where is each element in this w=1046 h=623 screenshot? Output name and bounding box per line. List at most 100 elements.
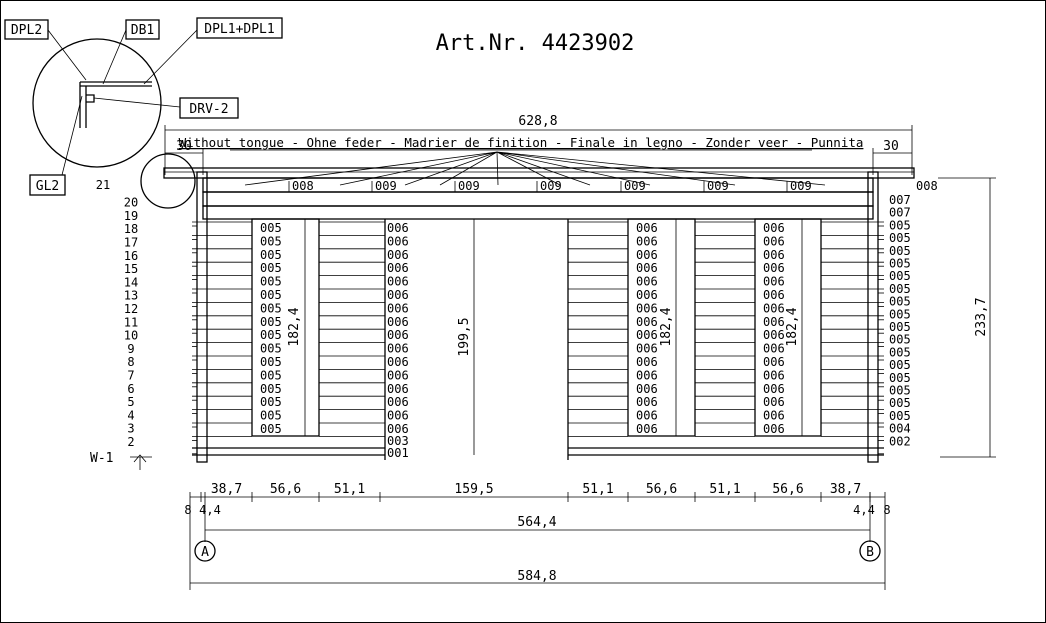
left-panel-part-label: 005 [260,275,282,289]
course-number: 6 [127,382,134,396]
drawing-title: Art.Nr. 4423902 [436,31,635,56]
left-panel-part-label: 005 [260,248,282,262]
top-right-part-label: 008 [916,179,938,193]
right-column-part-label: 005 [889,396,911,410]
window-left [251,218,320,437]
window-mid-part-label: 006 [636,234,658,248]
door-sill-part-label: 001 [387,446,409,460]
dim-overall-top: 628,8 [518,114,557,129]
window-mid-part-label: 006 [636,261,658,275]
axis-a-bubble [194,540,216,562]
top-part-label: 009 [707,179,729,193]
detail-callout: DPL2 DB1 DPL1+DPL1 DRV-2 GL2 [4,17,283,209]
log-courses [192,221,884,455]
left-panel-part-label: 005 [260,234,282,248]
course-number: 13 [124,289,138,303]
axis-b-label: B [866,545,874,560]
dim-chain-value: 56,6 [646,482,677,497]
window-right-part-label: 006 [763,328,785,342]
right-column-part-label: 005 [889,244,911,258]
window-mid-part-label: 006 [636,315,658,329]
course-number: 18 [124,222,138,236]
detail-reference-circle [140,153,196,209]
course-number: 7 [127,369,134,383]
right-column-part-label: 002 [889,434,911,448]
right-column-part-label: 005 [889,295,911,309]
window-right-part-label: 006 [763,368,785,382]
right-column-part-label: 005 [889,282,911,296]
course-number: 14 [124,275,138,289]
door-left-part-label: 006 [387,355,409,369]
grid-axes: A B [194,540,881,562]
right-column-part-label: 005 [889,371,911,385]
vertical-dimensions: 182,4 199,5 182,4 182,4 233,7 [287,177,996,458]
window-right-part-label: 006 [763,409,785,423]
left-panel-part-label: 005 [260,409,282,423]
level-label: W-1 [90,451,113,466]
window-mid-part-label: 006 [636,342,658,356]
wall-elevation [163,167,915,463]
dim-chain-value: 56,6 [270,482,301,497]
window-mid-part-label: 006 [636,395,658,409]
door-left-part-label: 006 [387,422,409,436]
right-column-part-label: 005 [889,231,911,245]
door-left-part-label: 006 [387,301,409,315]
corner-right [867,171,879,463]
door-left-part-label: 006 [387,261,409,275]
dim-overall-bottom: 584,8 [517,569,556,584]
window-mid-part-label: 006 [636,328,658,342]
top-dimensions: 628,8 30 30 [164,114,913,175]
course-number: 19 [124,209,138,223]
label-dpl2: DPL2 [11,23,42,38]
course-number: 3 [127,422,134,436]
door-left-part-label: 006 [387,409,409,423]
door-left-part-label: 006 [387,248,409,262]
window-mid-part-label: 006 [636,382,658,396]
door-bottom-part-label: 003 [387,434,409,448]
course-number: 20 [124,196,138,210]
door-left-part-label: 006 [387,342,409,356]
window-mid-part-label: 006 [636,275,658,289]
door-left-part-label: 006 [387,328,409,342]
right-column-part-label: 005 [889,358,911,372]
dim-edge-right-44: 4,4 [853,503,875,517]
window-right-part-label: 006 [763,395,785,409]
door-left-part-label: 006 [387,382,409,396]
window-mid-part-label: 006 [636,248,658,262]
course-number: 11 [124,315,138,329]
door-left-part-label: 006 [387,395,409,409]
left-panel-part-label: 005 [260,288,282,302]
door-left-part-label: 006 [387,288,409,302]
window-right-part-label: 006 [763,342,785,356]
window-right-part-label: 006 [763,248,785,262]
left-panel-part-label: 005 [260,382,282,396]
label-drv2: DRV-2 [189,102,228,117]
window-mid-part-label: 006 [636,221,658,235]
window-right-part-label: 006 [763,234,785,248]
dim-chain-value: 51,1 [334,482,365,497]
left-panel-part-label: 005 [260,301,282,315]
right-column-part-label: 005 [889,307,911,321]
dim-edge-left-8: 8 [184,503,191,517]
left-panel-part-label: 005 [260,315,282,329]
axis-a-label: A [201,545,209,560]
window-right-part-label: 006 [763,355,785,369]
dim-window-height-right: 182,4 [785,307,800,346]
corner-left [196,171,208,463]
left-panel-part-label: 005 [260,355,282,369]
label-box-dpl1 [196,17,283,39]
right-column-part-label: 005 [889,218,911,232]
top-part-label: 009 [458,179,480,193]
window-right-part-label: 006 [763,261,785,275]
course-number: 15 [124,262,138,276]
label-db1: DB1 [131,23,154,38]
window-mid-part-label: 006 [636,409,658,423]
dim-chain-value: 159,5 [454,482,493,497]
window-right-part-label: 006 [763,315,785,329]
left-panel-part-label: 005 [260,422,282,436]
detail-leaders [47,29,198,176]
level-marker: W-1 [90,451,152,470]
